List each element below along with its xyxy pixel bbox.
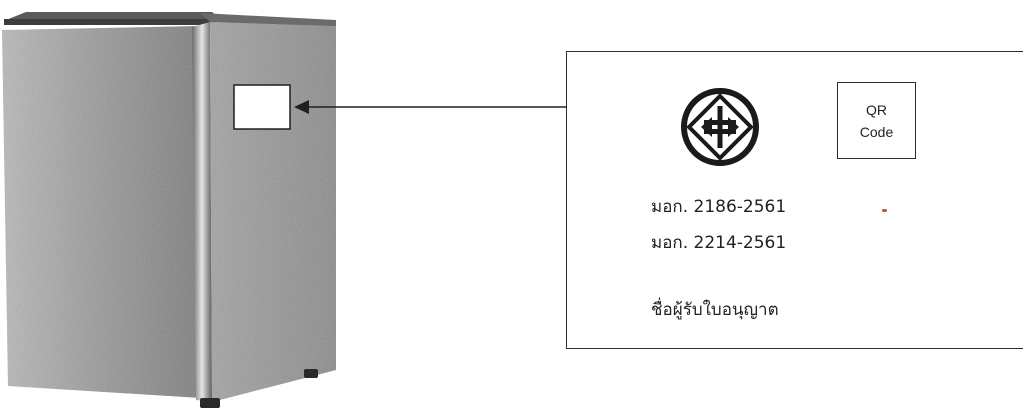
fridge-top <box>6 12 222 20</box>
label-placement-box <box>234 85 290 129</box>
tisi-standard-mark-icon <box>679 86 761 168</box>
scan-speck <box>882 209 887 212</box>
qr-label-line1: QR <box>866 99 887 121</box>
refrigerator-image <box>2 12 336 408</box>
qr-label-line2: Code <box>860 121 893 143</box>
qr-code-placeholder: QR Code <box>837 82 916 159</box>
standard-number-1: มอก. 2186-2561 <box>651 193 786 220</box>
fridge-foot <box>304 369 318 378</box>
standard-number-2: มอก. 2214-2561 <box>651 229 786 256</box>
fridge-foot <box>200 398 220 408</box>
certification-label: QR Code มอก. 2186-2561 มอก. 2214-2561 ชื… <box>566 51 1023 349</box>
licensee-name: ชื่อผู้รับใบอนุญาต <box>651 296 779 323</box>
fridge-top-edge <box>4 19 216 25</box>
